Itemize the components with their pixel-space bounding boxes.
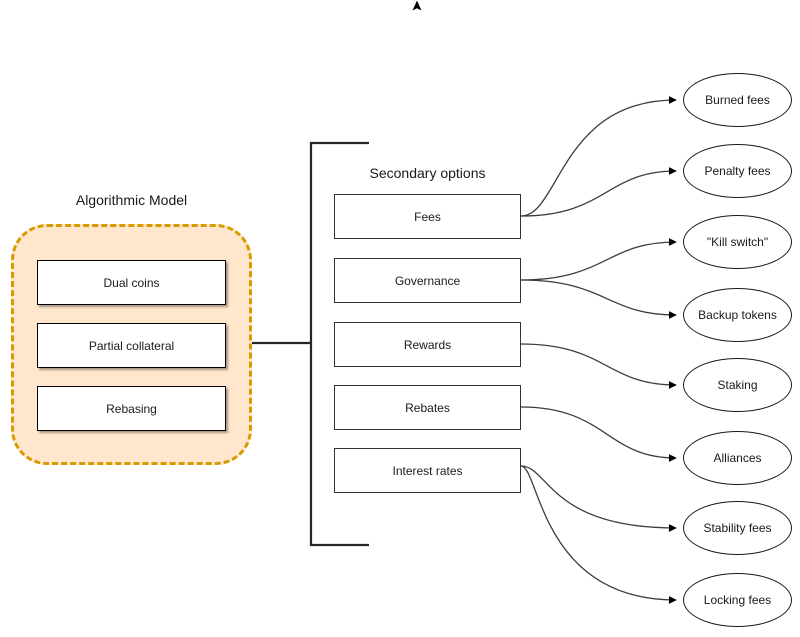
node-rebasing: Rebasing — [37, 386, 226, 431]
node-stability-fees: Stability fees — [683, 501, 792, 555]
edge-rebates-to-alliances — [520, 406, 677, 462]
node-partial-collateral: Partial collateral — [37, 323, 226, 368]
node-staking: Staking — [683, 358, 792, 412]
node-rebates: Rebates — [334, 385, 521, 430]
secondary-options-title: Secondary options — [369, 165, 486, 181]
edge-rewards-to-staking — [520, 343, 677, 389]
node-interest-rates: Interest rates — [334, 448, 521, 493]
up-arrowhead-icon — [412, 0, 422, 11]
node-burned-fees: Burned fees — [683, 73, 792, 127]
edge-fees-to-penalty-fees — [520, 167, 677, 217]
edge-curves — [520, 96, 677, 604]
node-penalty-fees: Penalty fees — [683, 144, 792, 198]
node-backup-tokens: Backup tokens — [683, 288, 792, 342]
node-locking-fees: Locking fees — [683, 573, 792, 627]
edge-governance-to-backup-tokens — [520, 279, 677, 319]
node-rewards: Rewards — [334, 322, 521, 367]
node-governance: Governance — [334, 258, 521, 303]
edge-interest-rates-to-stability-fees — [520, 465, 677, 532]
edge-governance-to-kill-switch — [520, 238, 677, 281]
algorithmic-model-title: Algorithmic Model — [75, 192, 188, 208]
node-fees: Fees — [334, 194, 521, 239]
node-alliances: Alliances — [683, 431, 792, 485]
edge-interest-rates-to-locking-fees — [520, 465, 677, 604]
node-kill-switch: "Kill switch" — [683, 215, 792, 269]
edge-fees-to-burned-fees — [520, 96, 677, 217]
node-dual-coins: Dual coins — [37, 260, 226, 305]
